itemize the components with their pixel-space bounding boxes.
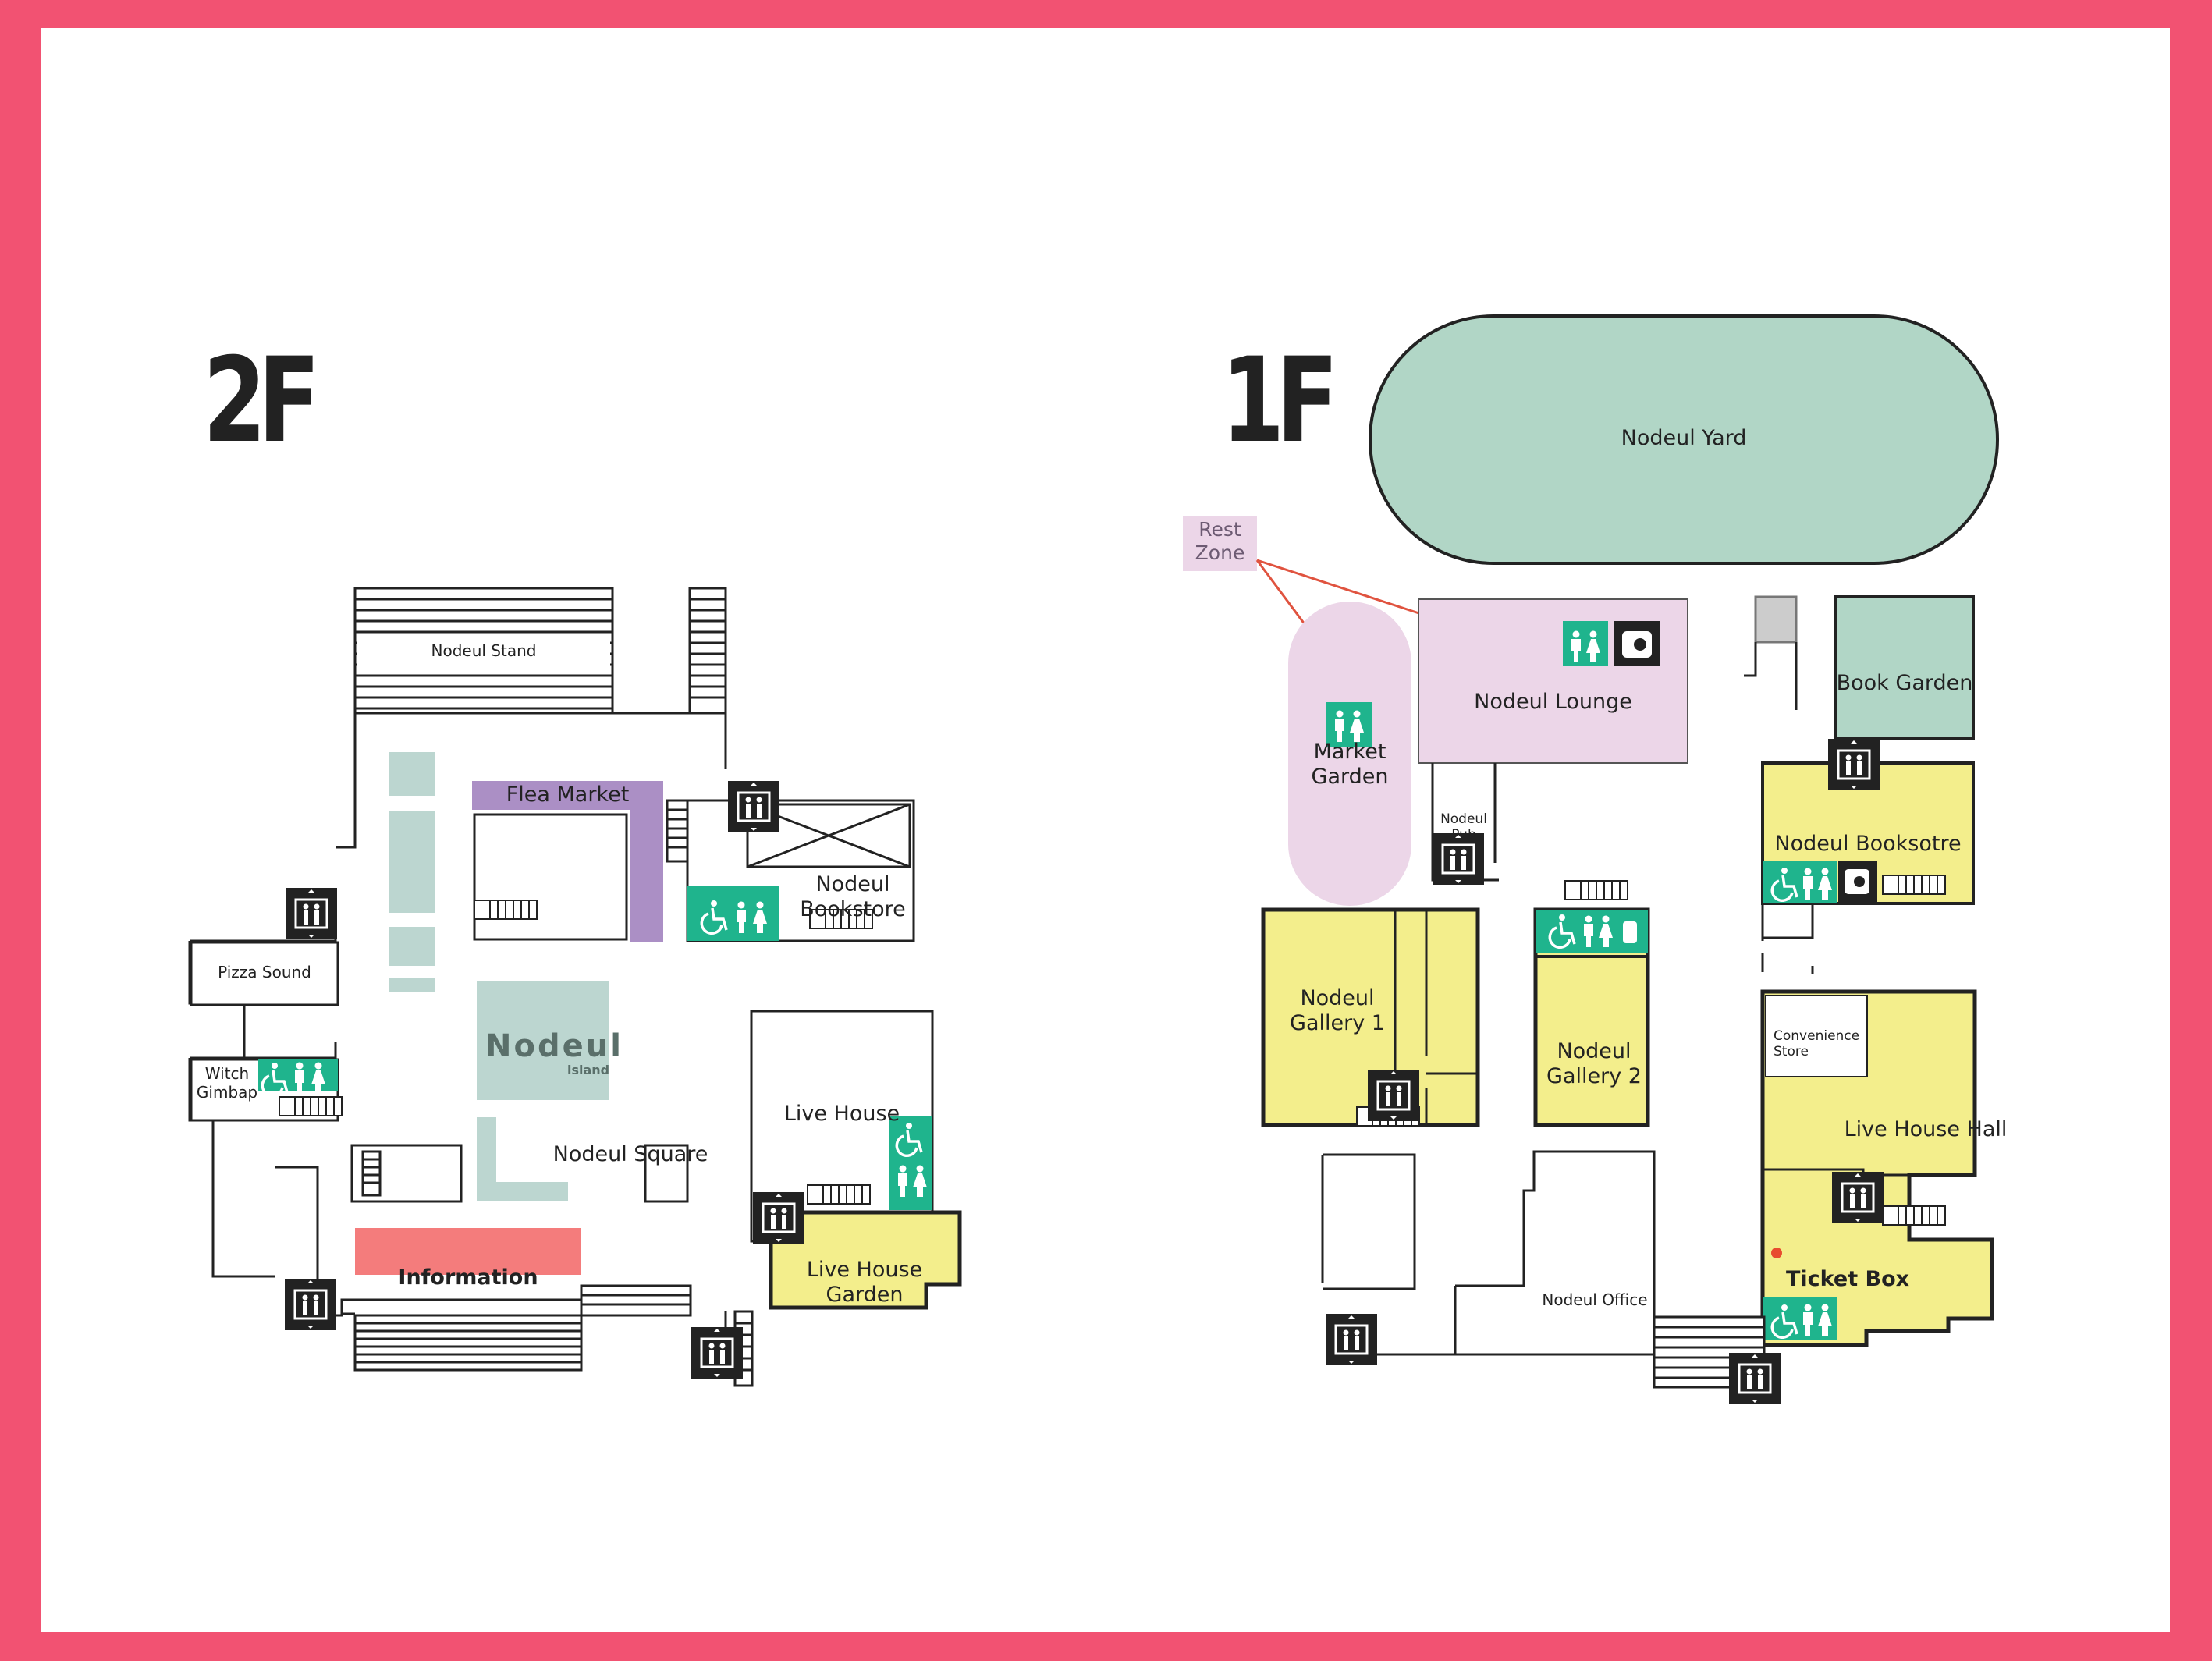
elevator-icon xyxy=(284,886,339,941)
elevator-icon xyxy=(690,1326,744,1380)
elevator-icon xyxy=(1324,1312,1379,1367)
elevator-icon xyxy=(1366,1068,1421,1123)
live-house-label[interactable]: Live House xyxy=(783,1102,900,1126)
nodeul-stand-label[interactable]: Nodeul Stand xyxy=(431,641,537,660)
rest-zone-label[interactable]: Rest Zone xyxy=(1195,518,1245,564)
floor-plan-drawing xyxy=(188,314,1999,1406)
bookstore-2f-label[interactable]: Nodeul Bookstore xyxy=(800,872,906,922)
gallery-2-label[interactable]: Nodeul Gallery 2 xyxy=(1546,1039,1642,1089)
nodeul-island-logo-sub: island xyxy=(567,1063,610,1077)
elevator-icon xyxy=(1727,1351,1782,1406)
side-stairs-top xyxy=(688,587,727,715)
nodeul-yard-label[interactable]: Nodeul Yard xyxy=(1621,426,1747,450)
elevator-icon xyxy=(1827,737,1881,792)
live-house-garden-label[interactable]: Live House Garden xyxy=(806,1258,923,1308)
nursing-room-icon xyxy=(1845,869,1869,894)
1f-icons xyxy=(1324,630,1885,1406)
pizza-sound-label[interactable]: Pizza Sound xyxy=(218,963,311,981)
nodeul-square-label[interactable]: Nodeul Square xyxy=(552,1142,708,1166)
nodeul-lounge-label[interactable]: Nodeul Lounge xyxy=(1474,690,1632,714)
witch-gimbap-label[interactable]: Witch Gimbap xyxy=(196,1064,258,1102)
ticket-box-label[interactable]: Ticket Box xyxy=(1786,1267,1910,1291)
baby-changing-icon xyxy=(1623,921,1637,943)
floor-map: 2F 1F Nodeul Stand Flea Market Nodeul Bo… xyxy=(41,28,2170,1632)
elevator-icon xyxy=(283,1277,338,1332)
nodeul-stand xyxy=(353,587,614,715)
market-garden-label[interactable]: Market Garden xyxy=(1311,740,1389,790)
nursing-room-icon xyxy=(1622,631,1652,658)
planter-strip xyxy=(389,752,435,992)
elevator-icon xyxy=(726,779,781,834)
elevator-icon xyxy=(1830,1170,1885,1225)
floor-title-2f: 2F xyxy=(203,333,320,469)
flea-market-label[interactable]: Flea Market xyxy=(506,783,630,807)
book-garden-label[interactable]: Book Garden xyxy=(1836,671,1973,695)
information-label[interactable]: Information xyxy=(398,1265,538,1290)
floor-1f xyxy=(1183,314,1999,1389)
nodeul-island-logo: Nodeul xyxy=(485,1028,623,1064)
nodeul-office-label[interactable]: Nodeul Office xyxy=(1542,1290,1648,1309)
live-house-hall-label[interactable]: Live House Hall xyxy=(1844,1117,2008,1141)
nodeul-pub-label[interactable]: Nodeul Pub xyxy=(1440,811,1487,843)
floor-title-1f: 1F xyxy=(1221,333,1338,469)
booksotre-1f-label[interactable]: Nodeul Booksotre xyxy=(1774,832,1962,856)
gallery-1-label[interactable]: Nodeul Gallery 1 xyxy=(1290,986,1385,1036)
elevator-icon xyxy=(751,1191,806,1245)
convenience-store-label[interactable]: Convenience Store xyxy=(1774,1028,1860,1060)
